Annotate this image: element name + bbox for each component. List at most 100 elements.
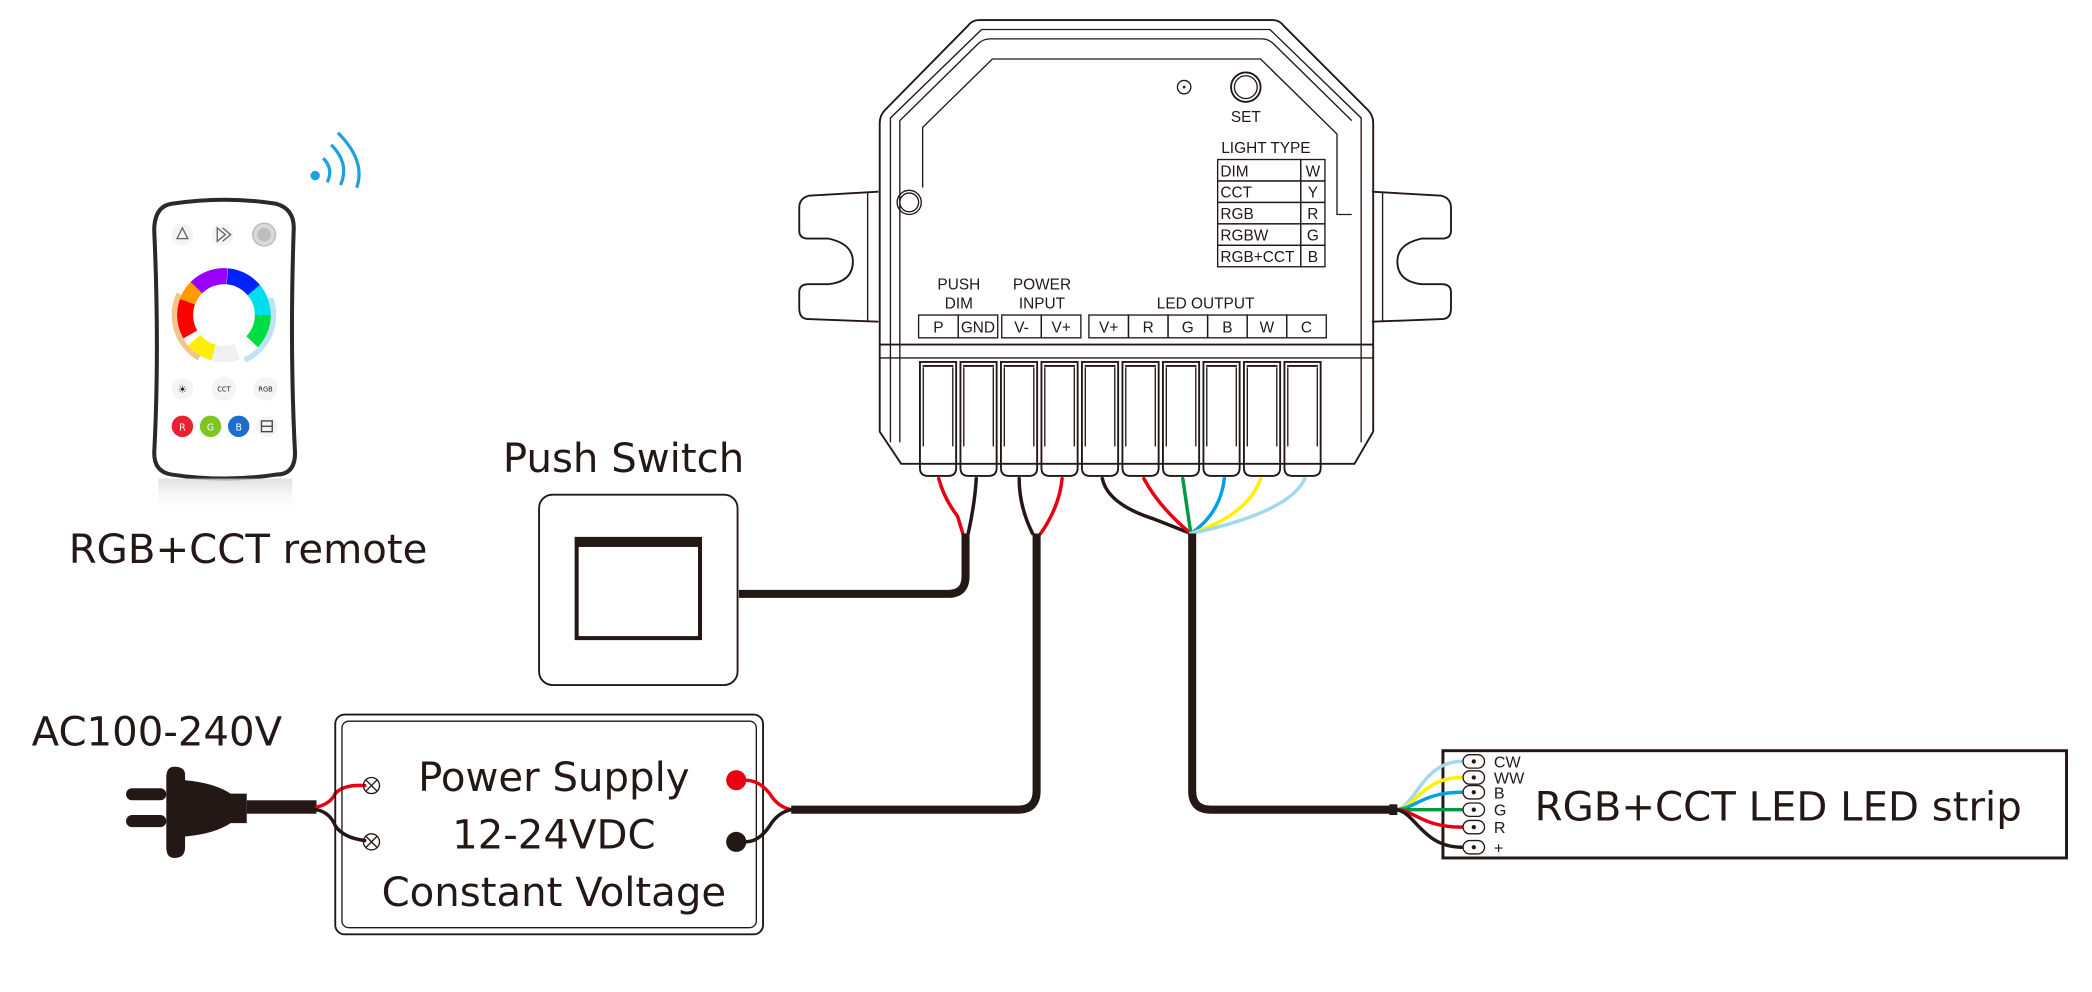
ac-terminal-neutral [362, 833, 381, 851]
power-input-wires [791, 476, 1064, 814]
svg-text:B: B [1222, 319, 1232, 336]
light-type-row: DIM W [1216, 158, 1326, 182]
terminal-label-g: G [1167, 314, 1209, 339]
controller-housing [878, 19, 1375, 465]
wireless-signal-icon [310, 131, 361, 189]
mounting-hole [896, 189, 922, 216]
svg-text:C: C [1301, 319, 1312, 336]
push-switch-cable [738, 533, 970, 598]
scene-icon [175, 226, 189, 240]
svg-text:V+: V+ [1051, 319, 1070, 336]
remote-cct-button[interactable]: CCT [211, 376, 237, 401]
remote-scene-button[interactable] [171, 223, 194, 246]
terminal-label-b: B [1206, 314, 1248, 339]
remote-brightness-button[interactable]: ☀ [171, 378, 194, 400]
light-type-code: R [1307, 206, 1318, 223]
terminal-block[interactable] [1242, 361, 1282, 477]
terminal-label-r: R [1127, 314, 1169, 339]
remote-red-button[interactable]: R [171, 415, 194, 438]
terminal-block[interactable] [1283, 361, 1322, 477]
light-type-name: RGBW [1220, 228, 1268, 245]
terminal-block[interactable] [1000, 361, 1039, 477]
light-type-code: Y [1308, 185, 1318, 202]
set-label: SET [1231, 109, 1262, 126]
remote-rgb-button[interactable]: RGB [253, 376, 278, 401]
psu-line-1: Power Supply [418, 755, 689, 801]
svg-text:CCT: CCT [217, 385, 231, 393]
terminal-block[interactable] [1081, 361, 1120, 477]
terminal-block[interactable] [959, 361, 998, 477]
light-type-name: RGB+CCT [1220, 249, 1295, 266]
group-title-power-input-2: INPUT [1019, 295, 1066, 312]
mounting-ear-left [798, 190, 879, 323]
svg-text:B: B [235, 422, 241, 433]
terminal-label-vplus: V+ [1088, 314, 1130, 339]
remote-blue-button[interactable]: B [227, 415, 250, 438]
push-switch-label: Push Switch [503, 436, 744, 482]
strip-pin: CW [1462, 753, 1522, 771]
terminal-label-gnd: GND [957, 314, 999, 339]
strip-pin: + [1462, 839, 1503, 857]
terminal-label-p: P [917, 314, 959, 339]
terminal-blocks [919, 361, 1322, 477]
svg-text:V-: V- [1014, 319, 1029, 336]
remote-save-button[interactable] [256, 415, 278, 438]
terminal-label-vminus: V- [1001, 314, 1042, 339]
strip-pin-label: G [1494, 802, 1507, 820]
dc-terminal-positive [726, 770, 747, 791]
svg-text:R: R [1143, 319, 1154, 336]
light-type-name: RGB [1220, 206, 1253, 223]
push-switch[interactable]: Push Switch [503, 436, 744, 686]
power-input-cable [791, 533, 1041, 814]
light-type-code: W [1306, 163, 1321, 180]
group-title-push-dim-1: PUSH [937, 277, 980, 294]
push-dim-wires [738, 476, 979, 598]
psu-line-3: Constant Voltage [382, 870, 727, 916]
led-strip-label: RGB+CCT LED LED strip [1535, 784, 2022, 830]
strip-pin: R [1462, 819, 1506, 837]
terminal-label-vplus: V+ [1040, 314, 1082, 339]
svg-text:G: G [1182, 319, 1194, 336]
ac-input-label: AC100-240V [32, 709, 283, 755]
terminal-label-w: W [1246, 314, 1288, 339]
remote-play-button[interactable] [211, 223, 234, 246]
ac-plug-icon [126, 766, 317, 858]
terminal-block[interactable] [1121, 361, 1160, 477]
light-type-code: G [1307, 228, 1319, 245]
light-type-name: DIM [1220, 163, 1248, 180]
play-icon [216, 226, 232, 243]
remote-power-button[interactable] [252, 222, 277, 247]
brightness-icon: ☀ [178, 383, 188, 396]
light-type-row: RGB R [1216, 201, 1326, 225]
remote-label: RGB+CCT remote [69, 527, 428, 573]
set-button[interactable] [1230, 71, 1262, 103]
terminal-block[interactable] [1202, 361, 1241, 477]
svg-text:V+: V+ [1099, 319, 1118, 336]
strip-wires [1389, 759, 1464, 849]
led-output-wires [1100, 476, 1395, 814]
strip-pin-label: CW [1494, 753, 1522, 771]
light-type-row: RGBW G [1216, 223, 1326, 246]
strip-pin-label: + [1494, 839, 1503, 857]
remote-reflection [158, 478, 293, 514]
terminal-block[interactable] [919, 361, 958, 477]
terminal-block[interactable] [1161, 361, 1201, 477]
svg-text:GND: GND [961, 319, 995, 336]
strip-wire [1392, 807, 1464, 849]
ac-terminal-live [362, 776, 381, 795]
svg-text:RGB: RGB [258, 385, 273, 393]
dc-terminal-negative [726, 831, 747, 852]
color-wheel[interactable] [156, 247, 292, 383]
remote-green-button[interactable]: G [199, 415, 222, 438]
strip-pin-label: R [1494, 819, 1506, 837]
led-strip-cable [1188, 533, 1395, 814]
strip-pin: G [1462, 802, 1507, 820]
terminal-block[interactable] [1040, 361, 1079, 477]
group-title-led-output: LED OUTPUT [1157, 295, 1255, 312]
